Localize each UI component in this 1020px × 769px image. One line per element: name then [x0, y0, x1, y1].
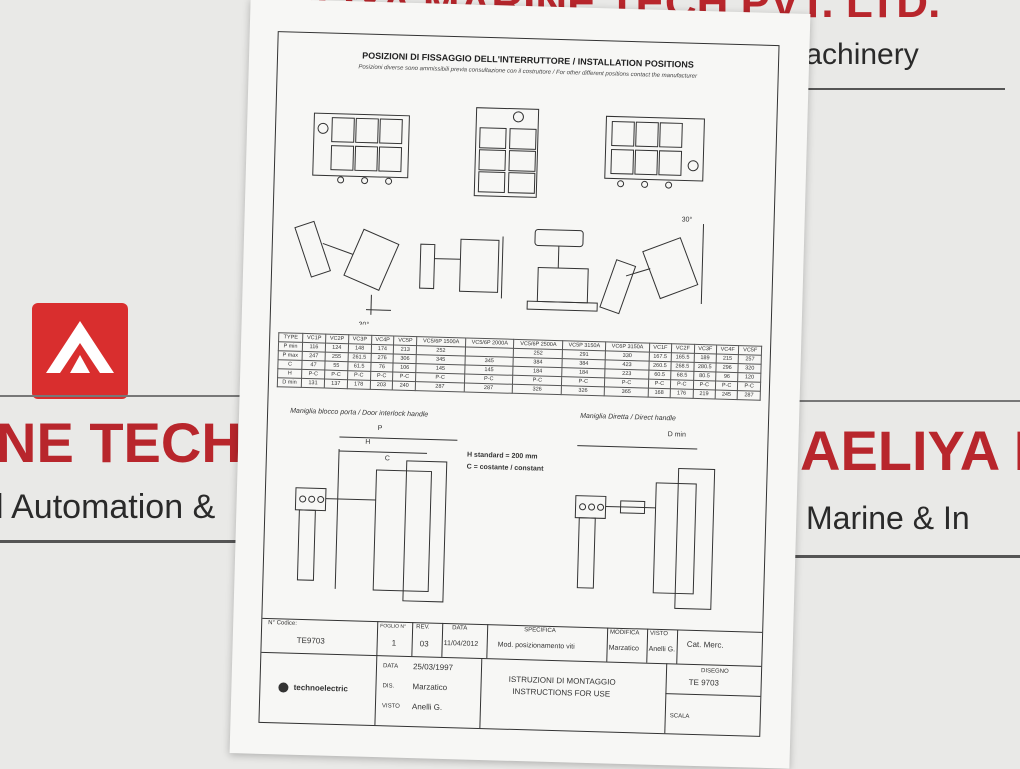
- table-cell: 176: [670, 388, 693, 399]
- dis-value: Marzatico: [412, 682, 448, 693]
- modifica-label: MODIFICA: [609, 629, 640, 637]
- brand-name: technoelectric: [293, 682, 349, 694]
- table-cell: 203: [369, 380, 393, 390]
- angle-label-right: 30°: [682, 215, 693, 223]
- table-cell: 365: [604, 386, 649, 398]
- table-cell: 137: [324, 379, 348, 389]
- specifica-label: SPECIFICA: [524, 627, 556, 635]
- cat-merc-label: Cat. Merc.: [686, 639, 724, 650]
- instruction-sheet: POSIZIONI DI FISSAGGIO DELL'INTERRUTTORE…: [229, 0, 811, 769]
- table-cell: 168: [647, 388, 671, 398]
- switch-block-right: [604, 115, 705, 189]
- foglio-label: FOGLIO N°: [380, 623, 407, 630]
- scala-label: SCALA: [669, 713, 690, 720]
- rev-label: REV.: [416, 624, 430, 631]
- direct-handle-label: Maniglia Diretta / Direct handle: [580, 412, 676, 423]
- table-cell: 245: [715, 389, 738, 400]
- instructions-text: INSTRUCTIONS FOR USE: [512, 686, 611, 699]
- visto-value: Anelli G.: [648, 645, 676, 654]
- brand-icon: [278, 682, 289, 693]
- table-cell: 287: [415, 381, 465, 392]
- door-interlock-label: Maniglia blocco porta / Door interlock h…: [290, 407, 429, 419]
- table-cell: 326: [512, 384, 562, 395]
- visto2-label: VISTO: [381, 703, 400, 710]
- modifica-value: Marzatico: [608, 644, 640, 653]
- installation-drawings: 30° 30°: [294, 107, 705, 329]
- switch-block-middle: [473, 107, 540, 198]
- table-cell: 131: [301, 378, 325, 389]
- handle-view-tilted-left: [294, 220, 400, 315]
- divider-top: [780, 88, 1005, 90]
- divider-left-top: [0, 395, 250, 397]
- table-cell: 287: [737, 390, 761, 401]
- right-tagline: Marine & In: [806, 500, 970, 536]
- table-cell: 326: [561, 385, 605, 396]
- istruzioni-text: ISTRUZIONI DI MONTAGGIO: [508, 674, 616, 687]
- table-cell: 240: [392, 380, 416, 391]
- switch-block-left: [312, 112, 410, 185]
- foglio-value: 1: [391, 638, 397, 648]
- dis-label: DIS.: [382, 683, 395, 690]
- sheet-frame: POSIZIONI DI FISSAGGIO DELL'INTERRUTTORE…: [258, 31, 780, 737]
- technoelectric-logo: technoelectric: [278, 682, 348, 694]
- divider-right-top: [790, 400, 1020, 402]
- angle-label-left: 30°: [358, 320, 369, 328]
- data-label: DATA: [452, 625, 468, 632]
- logo-arrow-icon: [46, 321, 114, 373]
- table-cell: D min: [277, 377, 302, 388]
- data2-value: 25/03/1997: [412, 662, 454, 673]
- disegno-value: TE 9703: [688, 677, 720, 688]
- specifica-value: Mod. posizionamento viti: [497, 641, 575, 651]
- divider-left: [0, 540, 250, 543]
- rev-value: 03: [419, 639, 429, 649]
- divider-right: [790, 555, 1020, 558]
- handle-section-drawings: [294, 436, 716, 610]
- data2-label: DATA: [382, 663, 399, 670]
- disegno-label: DISEGNO: [700, 668, 729, 675]
- codice-value: TE9703: [296, 635, 325, 646]
- visto2-value: Anelli G.: [411, 702, 443, 712]
- visto-label: VISTO: [649, 630, 669, 638]
- handle-view-straight: [419, 236, 504, 299]
- handle-view-top: [526, 228, 598, 312]
- brand-logo: [32, 303, 128, 399]
- table-cell: 287: [464, 382, 513, 394]
- data-value: 11/04/2012: [443, 639, 479, 648]
- table-cell: 219: [692, 389, 716, 399]
- dimension-table: TYPE VC1P VC2P VC3P VC4P VC5P VC5/6P 150…: [277, 332, 762, 401]
- right-brand: AELIYA M: [800, 419, 1020, 482]
- left-tagline: l Automation &: [0, 488, 216, 526]
- handle-view-tilted-right: [599, 224, 705, 315]
- codice-label: N° Codice:: [268, 620, 298, 627]
- table-cell: 178: [347, 379, 371, 390]
